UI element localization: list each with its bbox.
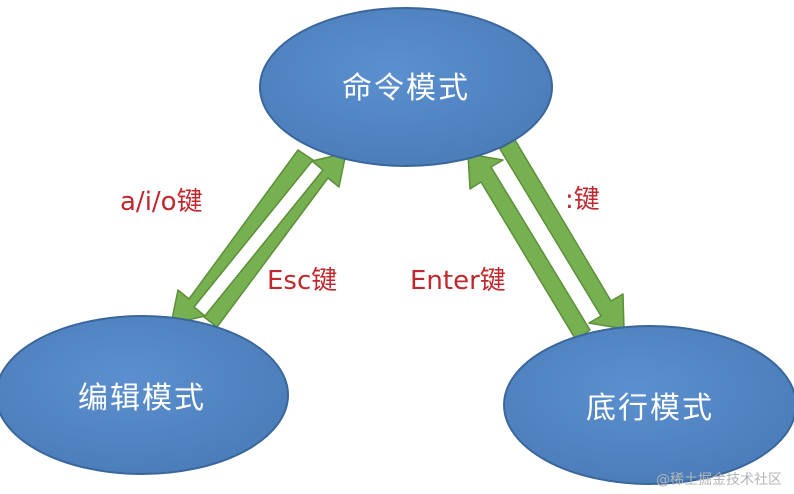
node-edit-mode: 编辑模式 [0,315,289,475]
node-bottom-label: 底行模式 [586,391,714,426]
node-bottom-mode: 底行模式 [503,325,794,485]
arrow-bottom-to-command [467,153,591,341]
arrow-edit-to-command [203,152,347,328]
arrow-command-to-bottom [499,139,625,330]
edge-label-bottom-to-command: Enter键 [410,266,506,296]
node-command-mode: 命令模式 [259,7,553,167]
node-command-label: 命令模式 [342,71,470,106]
watermark: @稀土掘金技术社区 [656,472,782,488]
node-edit-label: 编辑模式 [78,381,206,416]
edge-label-command-to-edit: a/i/o键 [120,187,203,217]
edge-label-edit-to-command: Esc键 [267,266,337,296]
arrow-command-to-edit [170,149,314,325]
edge-label-command-to-bottom: :键 [565,185,600,215]
